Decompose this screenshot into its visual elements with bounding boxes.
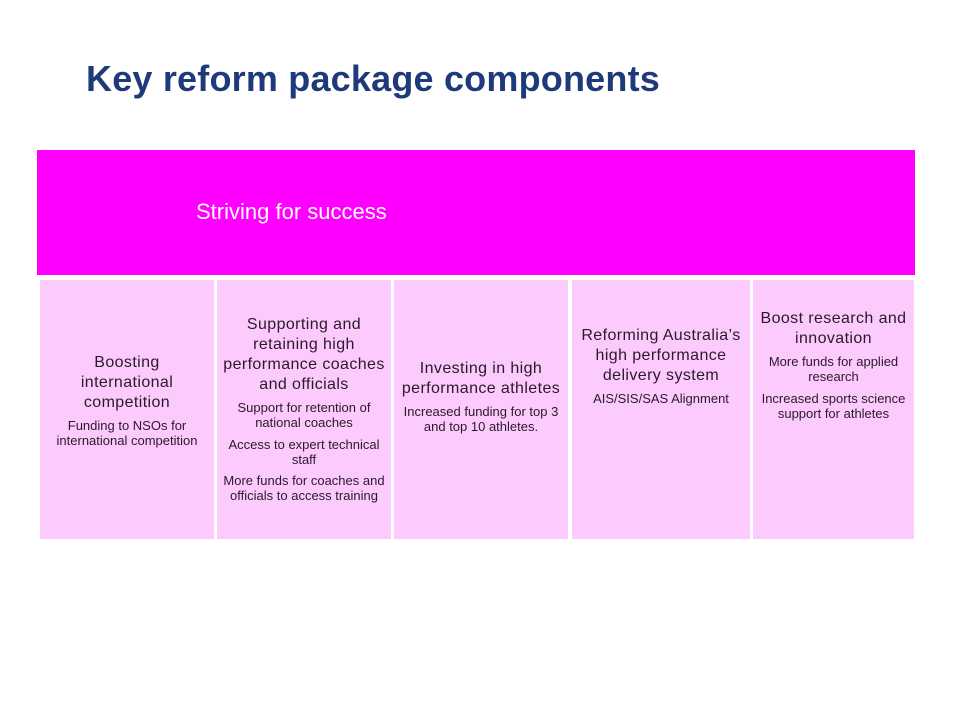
component-card-delivery-system: Reforming Australia’s high performance d… <box>572 280 750 539</box>
striving-for-success-banner: Striving for success <box>37 150 915 275</box>
component-heading: Boosting international competition <box>80 353 174 411</box>
component-item: Increased funding for top 3 and top 10 a… <box>403 403 559 434</box>
component-heading: Supporting and retaining high performanc… <box>223 315 385 393</box>
component-heading: Boost research and innovation <box>760 310 907 348</box>
component-heading: Investing in high performance athletes <box>401 359 561 397</box>
component-card-athletes: Investing in high performance athletes I… <box>394 280 568 539</box>
component-heading: Reforming Australia’s high performance d… <box>581 327 741 385</box>
banner-label: Striving for success <box>196 199 387 224</box>
component-item: Support for retention of national coache… <box>237 399 371 430</box>
component-item: Increased sports science support for ath… <box>761 391 906 421</box>
page-title: Key reform package components <box>86 58 660 99</box>
component-card-research-innovation: Boost research and innovation More funds… <box>753 280 914 539</box>
component-item: More funds for coaches and officials to … <box>223 473 385 504</box>
component-card-international-competition: Boosting international competition Fundi… <box>40 280 214 539</box>
component-card-coaches-officials: Supporting and retaining high performanc… <box>217 280 391 539</box>
component-item: Access to expert technical staff <box>228 436 380 467</box>
component-item: Funding to NSOs for international compet… <box>56 417 198 448</box>
component-item: More funds for applied research <box>768 354 899 385</box>
component-item: AIS/SIS/SAS Alignment <box>593 391 729 407</box>
